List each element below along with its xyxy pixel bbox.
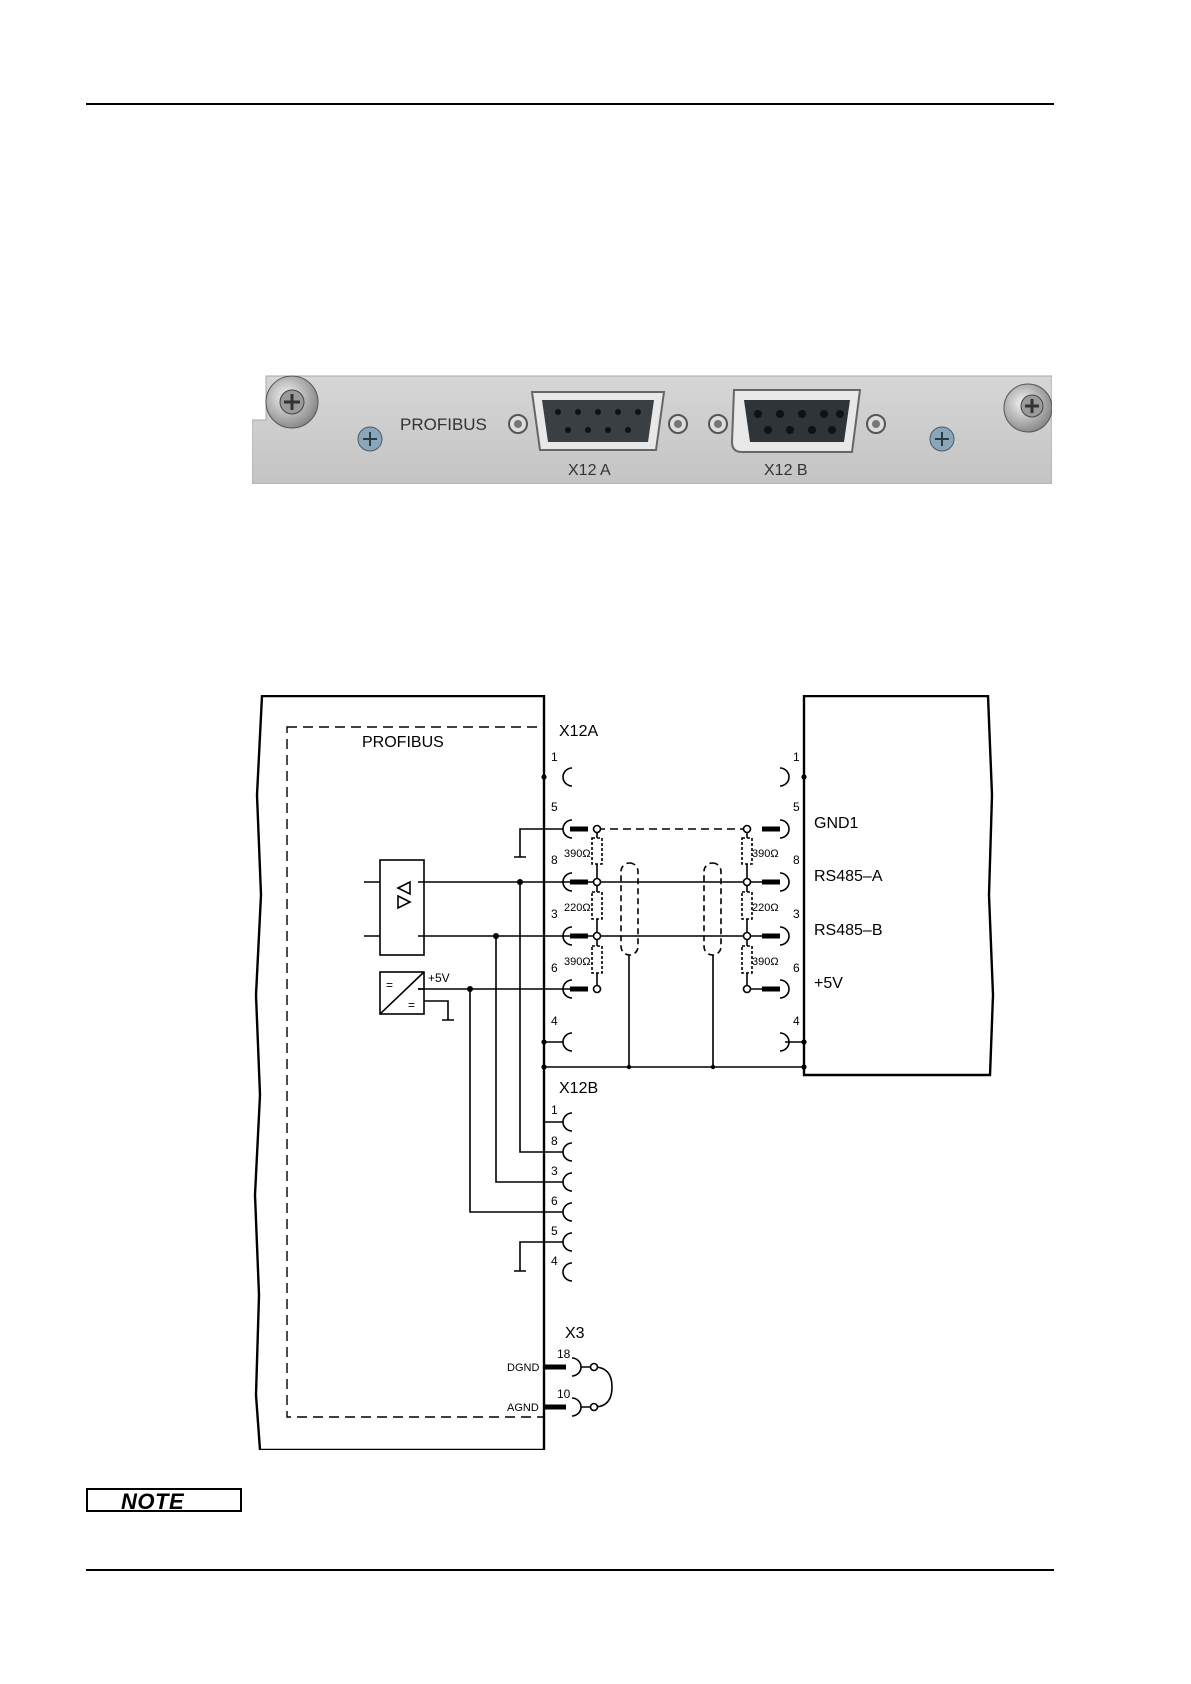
pin-label: 18	[557, 1347, 571, 1361]
svg-text:=: =	[386, 978, 393, 992]
pin-label: 5	[551, 1224, 558, 1238]
pin-label: 3	[551, 1164, 558, 1178]
faceplate-profibus-label: PROFIBUS	[400, 415, 487, 434]
faceplate-x12a-label: X12 A	[568, 462, 611, 479]
signal-rs485b-label: RS485–B	[814, 922, 883, 939]
resistor-value: 390Ω	[564, 956, 591, 968]
module-profibus-label: PROFIBUS	[362, 734, 444, 751]
signal-labels: GND1 RS485–A RS485–B +5V	[814, 815, 883, 992]
pin-label: 1	[551, 750, 558, 764]
pin-label: 3	[551, 907, 558, 921]
partner-pin-labels: 1 5 8 3 6 4	[793, 750, 800, 1028]
footer-rule	[86, 1569, 1054, 1571]
pin-label: 5	[793, 800, 800, 814]
pin-label: 5	[551, 800, 558, 814]
drive-block-outline	[255, 696, 544, 1450]
pin-label: 3	[793, 907, 800, 921]
screw-right-icon	[930, 427, 954, 451]
connector-x12b-title: X12B	[559, 1080, 598, 1097]
signal-gnd1-label: GND1	[814, 815, 859, 832]
signal-rs485a-label: RS485–A	[814, 868, 883, 885]
profibus-faceplate-photo: PROFIBUS X12 A X12 B	[252, 372, 1052, 484]
signal-5v-label: +5V	[814, 975, 843, 992]
partner-device-outline	[804, 696, 993, 1075]
resistor-value: 390Ω	[752, 848, 779, 860]
pin-label: 6	[551, 1194, 558, 1208]
left-resistor-labels: 390Ω 220Ω 390Ω	[564, 848, 591, 968]
pin-label: 4	[551, 1014, 558, 1028]
x3-sockets	[572, 1358, 581, 1416]
rs485-transceiver-icon	[364, 860, 424, 955]
x12b-sockets	[563, 1113, 572, 1281]
pin-label: 6	[551, 961, 558, 975]
connector-x12a-title: X12A	[559, 723, 598, 740]
pin-label: 4	[551, 1254, 558, 1268]
pin-label: 4	[793, 1014, 800, 1028]
screw-left-icon	[358, 427, 382, 451]
cable-shield-left	[621, 863, 638, 955]
pin-label: 8	[793, 853, 800, 867]
x3-ground-jumper	[581, 1367, 612, 1407]
note-label: NOTE	[121, 1489, 184, 1515]
partner-sockets	[780, 768, 789, 1051]
svg-text:=: =	[408, 998, 415, 1012]
left-termination	[592, 826, 602, 993]
resistor-value: 220Ω	[752, 902, 779, 914]
resistor-value: 220Ω	[564, 902, 591, 914]
resistor-value: 390Ω	[564, 848, 591, 860]
thumbscrew-left-icon	[266, 376, 318, 428]
profibus-wiring-diagram: PROFIBUS X12A X12B X3 1 5 8 3 6 4 1 5 8 …	[252, 695, 1052, 1450]
right-resistor-labels: 390Ω 220Ω 390Ω	[752, 848, 779, 968]
supply-5v-label: +5V	[428, 971, 450, 985]
note-badge: NOTE	[86, 1488, 242, 1512]
connector-x3-title: X3	[565, 1325, 585, 1342]
profibus-module-boundary	[287, 727, 544, 1417]
header-rule	[86, 103, 1054, 105]
pin-label: 1	[793, 750, 800, 764]
x3-pin-labels: 18 10	[557, 1347, 571, 1401]
x12b-pin-labels: 1 8 3 6 5 4	[551, 1103, 558, 1268]
cable-shield-right	[704, 863, 721, 955]
x12b-pin6-wire	[470, 989, 563, 1212]
thumbscrew-right-icon	[1004, 384, 1052, 432]
faceplate-x12b-label: X12 B	[764, 462, 808, 479]
pin-label: 8	[551, 853, 558, 867]
dgnd-label: DGND	[507, 1362, 539, 1374]
pin-label: 6	[793, 961, 800, 975]
right-termination	[742, 826, 752, 993]
agnd-label: AGND	[507, 1402, 539, 1414]
pin-label: 1	[551, 1103, 558, 1117]
pin-label: 8	[551, 1134, 558, 1148]
resistor-value: 390Ω	[752, 956, 779, 968]
x12a-pin-labels: 1 5 8 3 6 4	[551, 750, 558, 1028]
pin-label: 10	[557, 1387, 571, 1401]
